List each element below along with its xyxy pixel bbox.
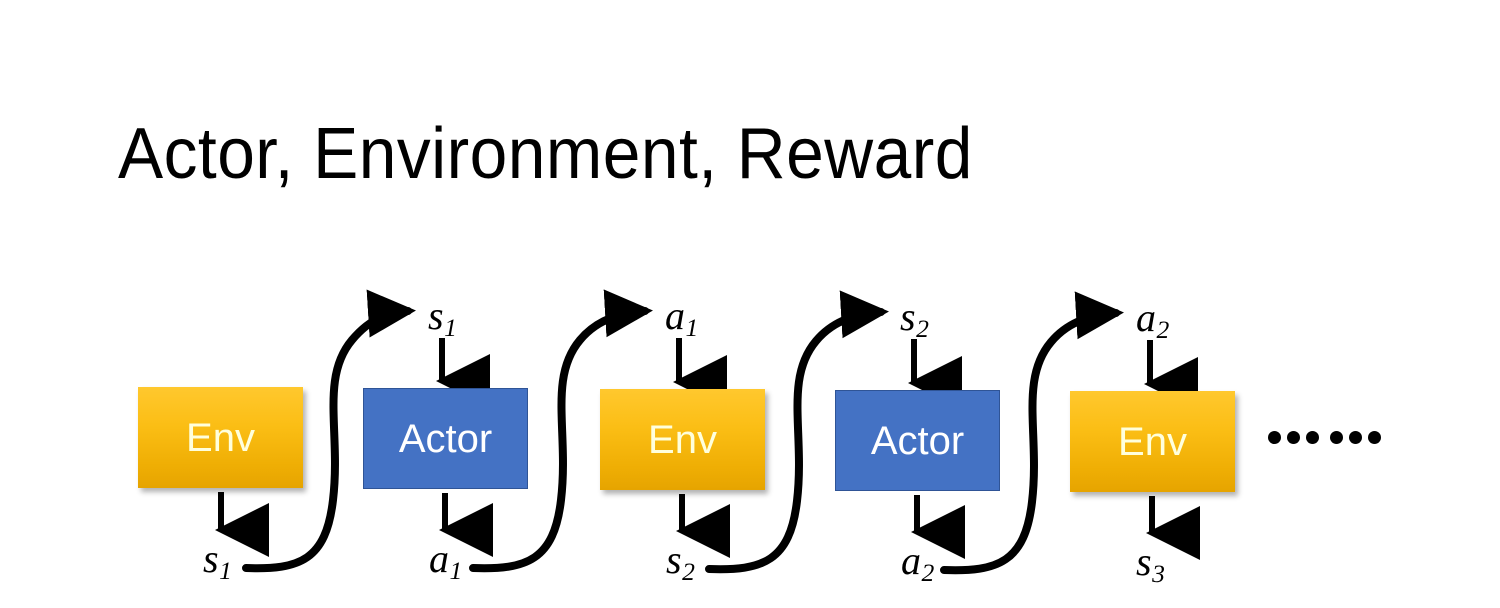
label-state-s1-top: s1 — [428, 293, 457, 341]
ellipsis-dot — [1306, 431, 1319, 444]
ellipsis-continuation — [1268, 431, 1387, 444]
node-label: Actor — [870, 418, 965, 463]
ellipsis-dot — [1349, 431, 1362, 444]
math-subscript: 1 — [449, 556, 463, 586]
math-subscript: 2 — [1156, 315, 1170, 345]
label-state-s3-bottom: s3 — [1136, 539, 1165, 587]
math-base: s — [1136, 539, 1152, 584]
math-subscript: 1 — [219, 556, 232, 586]
ellipsis-dot — [1368, 431, 1381, 444]
math-base: s — [666, 537, 682, 582]
math-subscript: 1 — [444, 313, 457, 343]
math-base: s — [428, 293, 444, 338]
ellipsis-dot — [1287, 431, 1300, 444]
label-state-s2-top: s2 — [900, 294, 929, 342]
label-action-a1-bottom: a1 — [429, 536, 462, 584]
ellipsis-group — [1330, 431, 1387, 444]
node-env-2[interactable]: Env — [600, 389, 765, 490]
label-state-s1-bottom: s1 — [203, 536, 232, 584]
node-actor-2[interactable]: Actor — [835, 390, 1000, 491]
math-base: a — [901, 538, 921, 583]
node-actor-1[interactable]: Actor — [363, 388, 528, 489]
ellipsis-group — [1268, 431, 1325, 444]
node-env-1[interactable]: Env — [138, 387, 303, 488]
math-subscript: 3 — [1152, 559, 1165, 589]
math-base: a — [665, 293, 685, 338]
label-action-a1-top: a1 — [665, 293, 698, 341]
label-state-s2-bottom: s2 — [666, 537, 695, 585]
node-label: Env — [186, 415, 255, 460]
math-base: a — [1136, 295, 1156, 340]
math-base: s — [900, 294, 916, 339]
math-subscript: 2 — [921, 558, 935, 588]
page-title: Actor, Environment, Reward — [118, 114, 973, 194]
ellipsis-dot — [1330, 431, 1343, 444]
node-label: Actor — [398, 416, 493, 461]
math-base: s — [203, 536, 219, 581]
node-env-3[interactable]: Env — [1070, 391, 1235, 492]
label-action-a2-top: a2 — [1136, 295, 1169, 343]
label-action-a2-bottom: a2 — [901, 538, 934, 586]
node-label: Env — [648, 417, 717, 462]
node-label: Env — [1118, 419, 1187, 464]
math-subscript: 2 — [682, 557, 695, 587]
math-subscript: 1 — [685, 313, 699, 343]
ellipsis-dot — [1268, 431, 1281, 444]
math-base: a — [429, 536, 449, 581]
math-subscript: 2 — [916, 314, 929, 344]
